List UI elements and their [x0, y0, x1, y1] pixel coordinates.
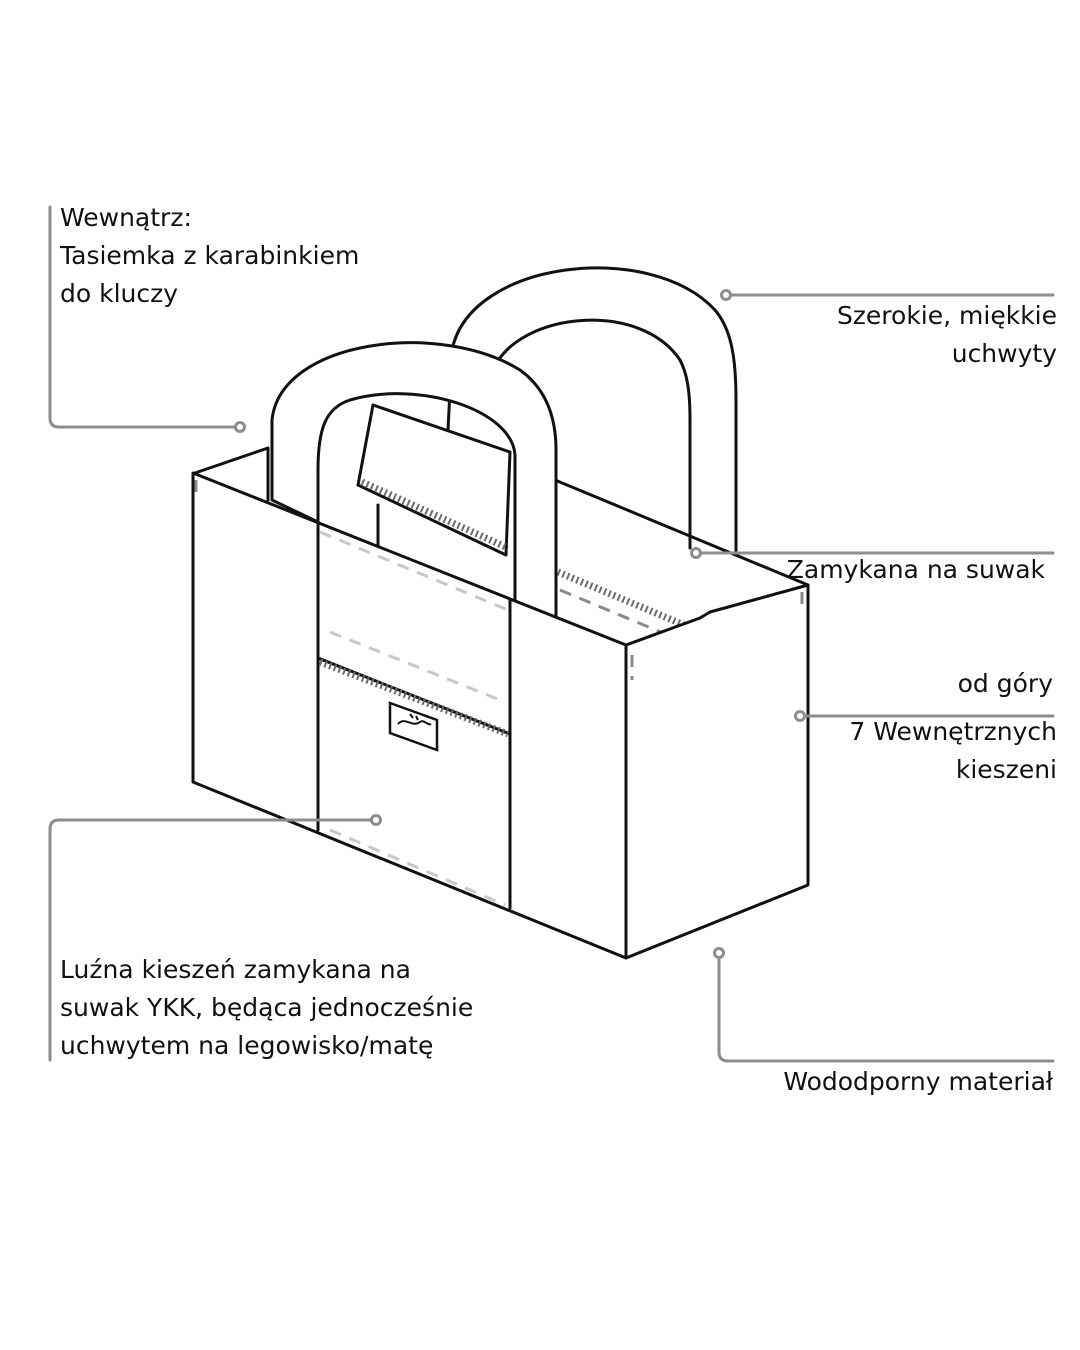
leader-zipper — [690, 547, 1055, 559]
callout-loose-pocket-line-2: suwak YKK, będąca jednocześnie — [60, 993, 474, 1022]
leader-material — [713, 947, 1055, 1063]
logo-tag-icon — [388, 701, 439, 752]
bag-side-panel — [624, 583, 810, 960]
inner-zip-flap — [356, 403, 698, 638]
callout-keychain-line-1: Wewnątrz: — [60, 203, 192, 232]
callout-handles-line-1: Szerokie, miękkie — [836, 301, 1057, 330]
callout-zipper-line-1: Zamykana na suwak — [786, 555, 1053, 584]
leader-pockets — [794, 710, 1055, 722]
callout-keychain: Wewnątrz: Tasiemka z karabinkiem do kluc… — [60, 199, 359, 313]
callout-loose-pocket: Luźna kieszeń zamykana na suwak YKK, będ… — [60, 951, 473, 1065]
leader-loose-pocket — [48, 814, 382, 1062]
callout-handles-line-2: uchwyty — [951, 339, 1057, 368]
callout-keychain-line-3: do kluczy — [60, 279, 179, 308]
callout-loose-pocket-line-3: uchwytem na legowisko/matę — [60, 1031, 434, 1060]
leader-handles — [720, 289, 1055, 301]
callout-loose-pocket-line-1: Luźna kieszeń zamykana na — [60, 955, 411, 984]
front-handle — [270, 341, 558, 622]
callout-pockets-line-2: kieszeni — [955, 755, 1057, 784]
callout-keychain-line-2: Tasiemka z karabinkiem — [60, 241, 360, 270]
callout-pockets: 7 Wewnętrznych kieszeni — [849, 713, 1057, 789]
callout-zipper-line-2: od góry — [957, 669, 1053, 698]
callout-zipper: Zamykana na suwak od góry — [787, 475, 1053, 741]
callout-pockets-line-1: 7 Wewnętrznych — [849, 717, 1057, 746]
leader-keychain — [48, 205, 246, 433]
callout-material: Wododporny materiał — [783, 1063, 1053, 1101]
callout-material-line-1: Wododporny materiał — [783, 1067, 1053, 1096]
callout-handles: Szerokie, miękkie uchwyty — [837, 297, 1057, 373]
